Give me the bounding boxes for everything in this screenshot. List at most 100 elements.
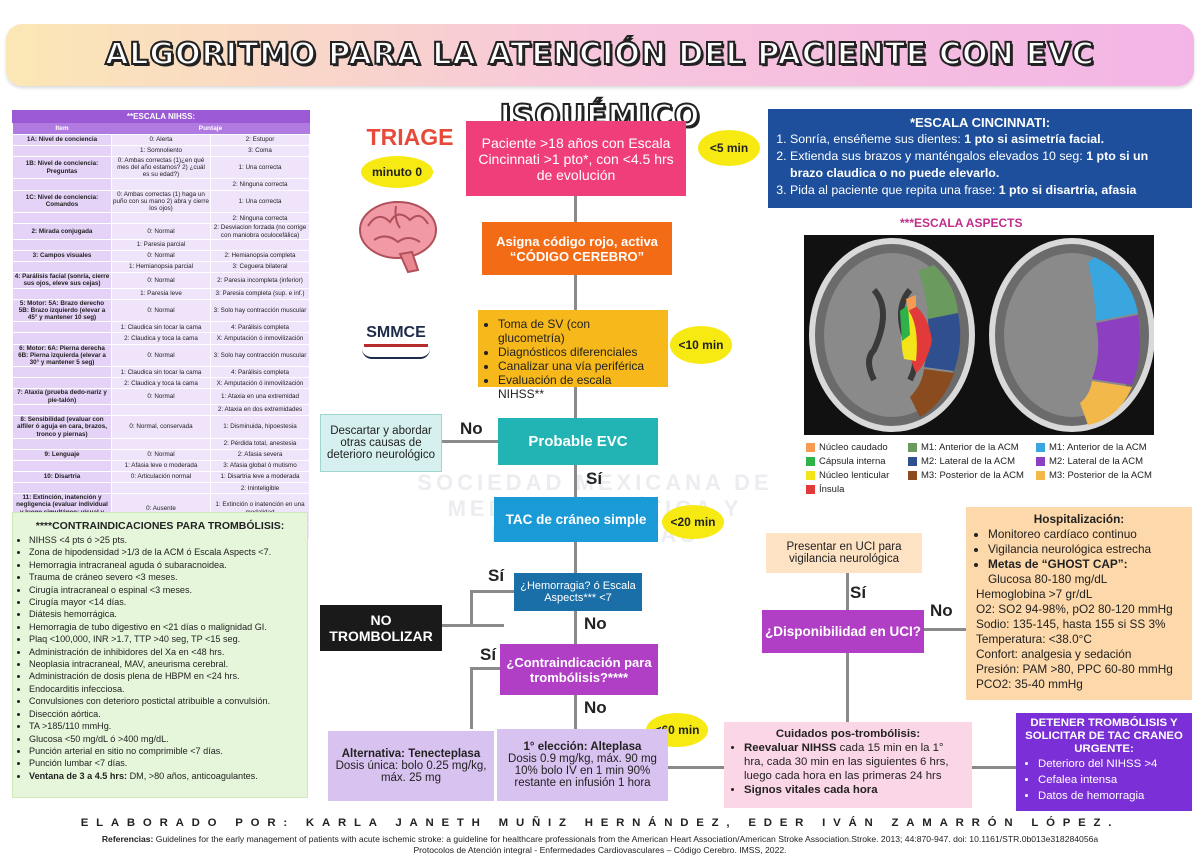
nihss-score: 0: Normal <box>111 388 211 405</box>
arrow <box>574 387 577 418</box>
arrow <box>574 275 577 310</box>
detener-item: Cefalea intensa <box>1038 772 1184 788</box>
arrow <box>470 667 473 729</box>
nihss-score: 1: Ataxia en una extremidad <box>210 388 310 405</box>
uci-box: ¿Disponibilidad en UCI? <box>762 610 924 653</box>
ct-scan-svg <box>809 238 1155 432</box>
nihss-score: 3: Solo hay contracción muscular <box>210 343 310 368</box>
legend-label: Cápsula interna <box>819 456 886 467</box>
hosp-line: O2: SO2 94-98%, pO2 80-120 mmHg <box>976 602 1173 616</box>
contraindicacion-text: ¿Contraindicación para trombólisis?**** <box>506 654 652 685</box>
nihss-row: 7: Ataxia (prueba dedo-nariz y pie-talón… <box>12 388 310 405</box>
nihss-row: 2: Pérdida total, anestesia <box>12 437 310 450</box>
codigo-text: Asigna código rojo, activa “CÓDIGO CEREB… <box>496 233 658 264</box>
legend-label: M1: Anterior de la ACM <box>921 442 1019 453</box>
nihss-item <box>12 287 112 300</box>
nihss-col-item: Item <box>12 123 112 135</box>
hosp-item: Vigilancia neurológica estrecha <box>988 542 1182 557</box>
alteplasa-title: 1° elección: Alteplasa <box>523 741 642 753</box>
legend-item: M1: Anterior de la ACM <box>908 442 1036 453</box>
nihss-col-score: Puntaje <box>111 123 310 135</box>
start-box: Paciente >18 años con Escala Cincinnati … <box>466 121 686 196</box>
logo-text: SMMCE <box>366 324 426 341</box>
nihss-score: 2: Claudica y toca la cama <box>111 332 211 345</box>
nihss-score: X: Amputación ó inmovilización <box>210 332 310 345</box>
page-title: ALGORITMO PARA LA ATENCIÓN DEL PACIENTE … <box>104 36 1095 135</box>
legend-swatch <box>908 457 917 466</box>
hosp-line: Sodio: 135-145, hasta 155 si SS 3% <box>976 617 1166 631</box>
nihss-item <box>12 377 112 390</box>
alternativa-title: Alternativa: Tenecteplasa <box>341 748 481 760</box>
contraindication-item: Trauma de cráneo severo <3 meses. <box>29 571 301 583</box>
aspects-title: ***ESCALA ASPECTS <box>900 216 1023 230</box>
presentar-text: Presentar en UCI para vigilancia neuroló… <box>786 541 902 565</box>
time-10-badge: <10 min <box>670 326 732 364</box>
nihss-score: 0: Alerta <box>111 133 211 146</box>
tac-text: TAC de cráneo simple <box>505 512 647 527</box>
nihss-row: 2: Ataxia en dos extremidades <box>12 403 310 417</box>
nihss-score: 1: Claudica sin tocar la cama <box>111 366 211 379</box>
nihss-item <box>12 212 112 225</box>
hosp-item: Metas de “GHOST CAP”: <box>988 557 1182 572</box>
legend-label: Núcleo lenticular <box>819 470 890 481</box>
nihss-item: 2: Mirada conjugada <box>12 223 112 240</box>
nihss-score: 2: Paresia incompleta (inferior) <box>210 272 310 289</box>
si-label: Sí <box>586 469 603 488</box>
contraindication-item: Diátesis hemorrágica. <box>29 608 301 620</box>
probable-box: Probable EVC <box>498 418 658 465</box>
nihss-score: 0: Ambas correctas (1) haga un puño con … <box>111 189 211 214</box>
nihss-item: 1C: Nivel de conciencia: Comandos <box>12 189 112 214</box>
detener-item: Datos de hemorragia <box>1038 788 1184 804</box>
nihss-score: 1: Paresia leve <box>111 287 211 300</box>
nihss-score: 2: Pérdida total, anestesia <box>210 437 310 450</box>
legend-label: Ínsula <box>819 484 845 495</box>
nihss-score: 2: Hemianopsia completa <box>210 249 310 263</box>
step-item: Diagnósticos diferenciales <box>498 345 660 359</box>
cincinnati-item: Extienda sus brazos y manténgalos elevad… <box>790 148 1184 182</box>
nihss-item: 1A: Nivel de conciencia <box>12 133 112 146</box>
nihss-score: 1: Claudica sin tocar la cama <box>111 321 211 334</box>
nihss-score <box>210 238 310 251</box>
nihss-score: 2: Desviacion forzada (no corrige con ma… <box>210 223 310 240</box>
nihss-score: 0: Normal <box>111 249 211 263</box>
hosp-title: Hospitalización: <box>1033 512 1125 526</box>
contraindication-item: Administración de inhibidores del Xa en … <box>29 646 301 658</box>
legend-item: Ínsula <box>806 484 908 495</box>
alternativa-body: Dosis única: bolo 0.25 mg/kg, máx. 25 mg <box>335 760 487 784</box>
legend-item: M1: Anterior de la ACM <box>1036 442 1186 453</box>
time-5-badge: <5 min <box>698 130 760 166</box>
hosp-item: Monitoreo cardíaco continuo <box>988 527 1182 542</box>
presentar-box: Presentar en UCI para vigilancia neuroló… <box>766 533 922 573</box>
legend-swatch <box>908 443 917 452</box>
steps-box: Toma de SV (con glucometría)Diagnósticos… <box>478 310 668 401</box>
legend-label: M3: Posterior de la ACM <box>921 470 1024 481</box>
hosp-line: PCO2: 35-40 mmHg <box>976 677 1083 691</box>
nihss-score <box>111 212 211 225</box>
step-item: Canalizar una vía periférica <box>498 359 660 373</box>
arrow <box>846 570 849 610</box>
legend-swatch <box>1036 471 1045 480</box>
no-trombolizar-text: NO TROMBOLIZAR <box>329 612 433 644</box>
step-item: Evaluación de escala NIHSS** <box>498 373 660 401</box>
si-label: Sí <box>480 645 497 664</box>
contraindication-item: Glucosa <50 mg/dL ó >400 mg/dL. <box>29 733 301 745</box>
contraindications-title: ****CONTRAINDICACIONES PARA TROMBÓLISIS: <box>35 520 285 532</box>
nihss-item <box>12 238 112 251</box>
cuidados-item: Signos vitales cada hora <box>744 783 964 797</box>
nihss-score: 0: Ambas correctas (1)¿en qué mes del añ… <box>111 155 211 180</box>
triage-label: TRIAGE <box>366 124 454 150</box>
legend-label: Núcleo caudado <box>819 442 888 453</box>
nihss-item <box>12 332 112 345</box>
legend-swatch <box>806 457 815 466</box>
arrow <box>470 590 514 593</box>
nihss-score: 1: Una correcta <box>210 189 310 214</box>
nihss-score: 2: Claudica y toca la cama <box>111 377 211 390</box>
legend-item: M2: Lateral de la ACM <box>908 456 1036 467</box>
